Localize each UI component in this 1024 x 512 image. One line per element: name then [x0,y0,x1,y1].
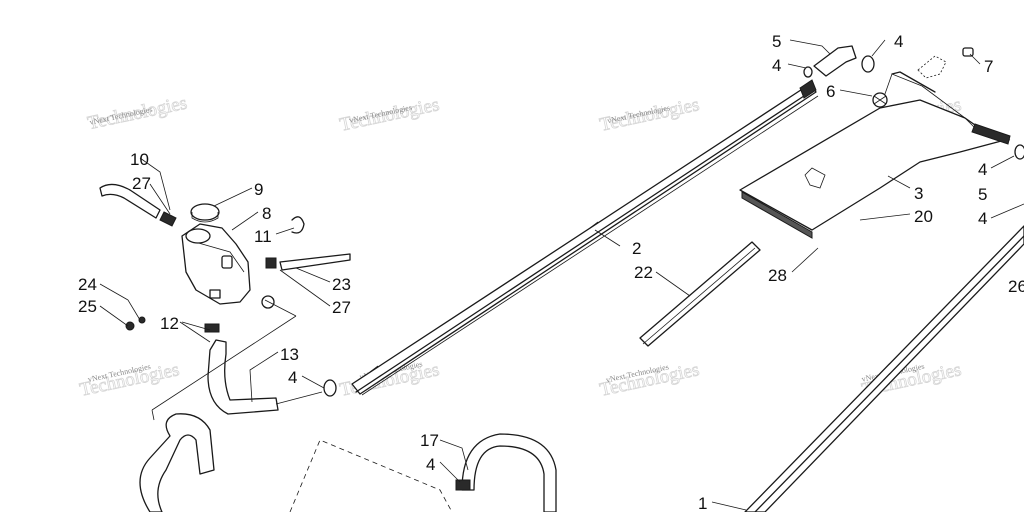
callout-2: 2 [632,239,641,258]
coupler [323,379,337,397]
callout-4: 4 [426,455,435,474]
rail-channel [639,241,761,347]
watermark: Technologies vNext Technologies [338,94,442,136]
callout-11: 11 [254,227,272,246]
vent-hose [99,183,161,219]
callout-17: 17 [420,431,439,450]
heat-exchanger-rail [351,79,819,396]
leader-lines [99,39,1024,511]
return-hose [461,433,557,512]
frame-outline [289,439,453,512]
callout-9: 9 [254,180,263,199]
coolant-reservoir [125,203,275,331]
heat-exchanger-panel [739,71,1011,239]
watermark: Technologies vNext Technologies [598,359,702,401]
callout-20: 20 [914,207,933,226]
watermark: Technologies vNext Technologies [78,359,182,401]
callout-25: 25 [78,297,97,316]
callout-27: 27 [332,298,351,317]
callout-4: 4 [978,209,987,228]
callout-6: 6 [826,82,835,101]
hose-clamp [265,257,277,269]
callout-7: 7 [984,57,993,76]
callout-4: 4 [288,368,297,387]
callout-1: 1 [698,494,707,512]
callout-13: 13 [280,345,299,364]
callout-27: 27 [132,174,151,193]
overflow-hose [279,253,351,271]
callout-23: 23 [332,275,351,294]
callout-28: 28 [768,266,787,285]
hose-clamp [455,479,471,491]
callout-12: 12 [160,314,179,333]
callout-4: 4 [772,56,781,75]
hose-clamp [159,211,177,227]
lower-hoses [139,299,297,512]
callout-5: 5 [978,185,987,204]
watermark: Technologies vNext Technologies [598,94,702,136]
callout-5: 5 [772,32,781,51]
callout-4: 4 [894,32,903,51]
callout-24: 24 [78,275,97,294]
callout-10: 10 [130,150,149,169]
callout-26: 26 [1008,277,1024,296]
callout-4: 4 [978,160,987,179]
callout-22: 22 [634,263,653,282]
lower-rail [744,225,1024,512]
callout-labels: 5 4 4 7 6 3 20 28 2 22 4 5 4 26 10 27 9 … [78,32,1024,512]
callout-8: 8 [262,204,271,223]
spring-clamp [291,216,305,234]
watermark: Technologies vNext Technologies [85,92,189,134]
callout-3: 3 [914,184,923,203]
